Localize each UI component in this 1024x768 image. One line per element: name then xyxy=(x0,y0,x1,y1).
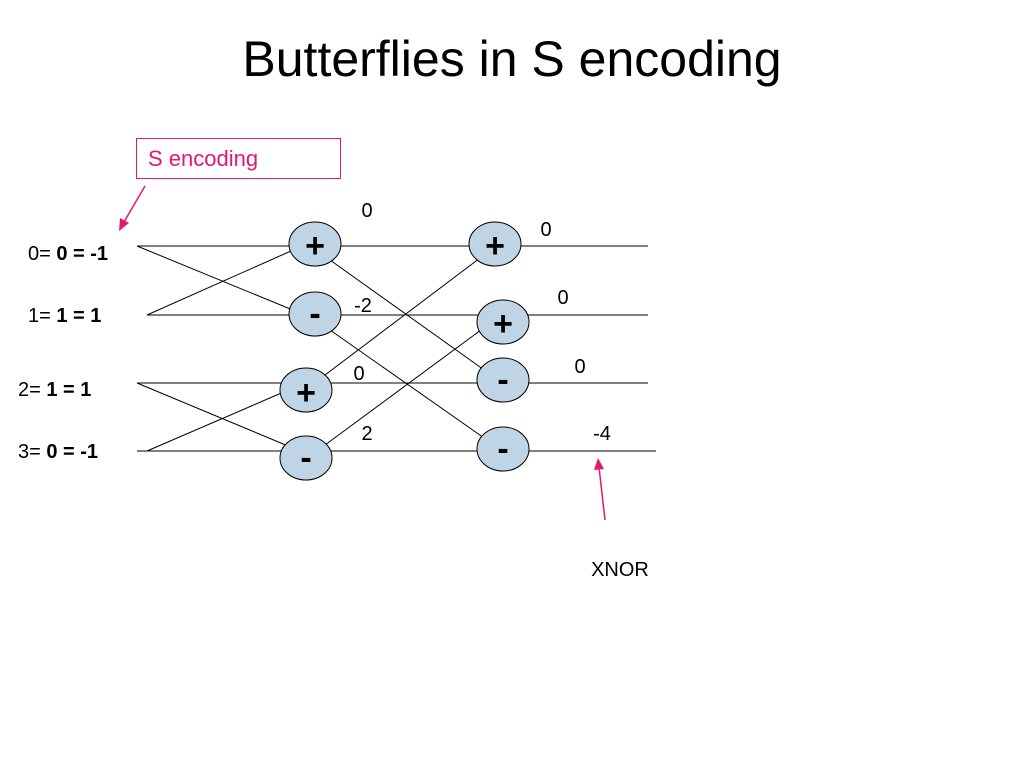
stage2-node-2: - xyxy=(476,357,530,403)
stage1-value-1: -2 xyxy=(354,295,372,317)
svg-text:-: - xyxy=(497,430,508,468)
stage2-nodes: + + - - xyxy=(468,221,530,472)
input-label-1: 1= 1 = 1 xyxy=(28,305,101,327)
stage1-node-2: + xyxy=(279,367,333,413)
callout-arrow xyxy=(119,185,146,231)
svg-text:-: - xyxy=(497,361,508,399)
stage2-node-1: + xyxy=(476,299,530,345)
svg-text:+: + xyxy=(493,305,513,343)
svg-text:-: - xyxy=(309,295,320,333)
svg-text:+: + xyxy=(305,227,325,265)
stage1-node-0: + xyxy=(288,221,342,267)
stage1-value-2: 0 xyxy=(353,363,364,385)
stage2-value-1: 0 xyxy=(557,287,568,309)
stage2-value-2: 0 xyxy=(574,356,585,378)
stage2-values: 0 0 0 -4 xyxy=(540,219,610,445)
stage1-value-0: 0 xyxy=(361,200,372,222)
stage1-node-3: - xyxy=(279,435,333,481)
input-label-2: 2= 1 = 1 xyxy=(18,379,91,401)
svg-text:-: - xyxy=(300,439,311,477)
stage2-node-0: + xyxy=(468,221,522,267)
stage1-values: 0 -2 0 2 xyxy=(353,200,372,445)
stage1-cross-wires xyxy=(136,245,301,452)
input-labels: 0= 0 = -1 1= 1 = 1 2= 1 = 1 3= 0 = -1 xyxy=(18,243,108,463)
wires xyxy=(137,245,656,452)
stage2-node-3: - xyxy=(476,426,530,472)
stage1-nodes: + - + - xyxy=(279,221,342,481)
stage2-value-3: -4 xyxy=(593,423,611,445)
stage2-cross-wires xyxy=(324,257,488,446)
xnor-label: XNOR xyxy=(591,559,649,581)
xnor-arrow xyxy=(594,458,606,521)
slide-title: Butterflies in S encoding xyxy=(242,31,782,87)
svg-text:+: + xyxy=(296,374,316,412)
stage1-value-3: 2 xyxy=(361,423,372,445)
svg-text:+: + xyxy=(485,227,505,265)
stage2-value-0: 0 xyxy=(540,219,551,241)
stage1-node-1: - xyxy=(288,291,342,337)
input-label-0: 0= 0 = -1 xyxy=(28,243,108,265)
s-encoding-callout: S encoding xyxy=(136,138,341,179)
input-label-3: 3= 0 = -1 xyxy=(18,441,98,463)
